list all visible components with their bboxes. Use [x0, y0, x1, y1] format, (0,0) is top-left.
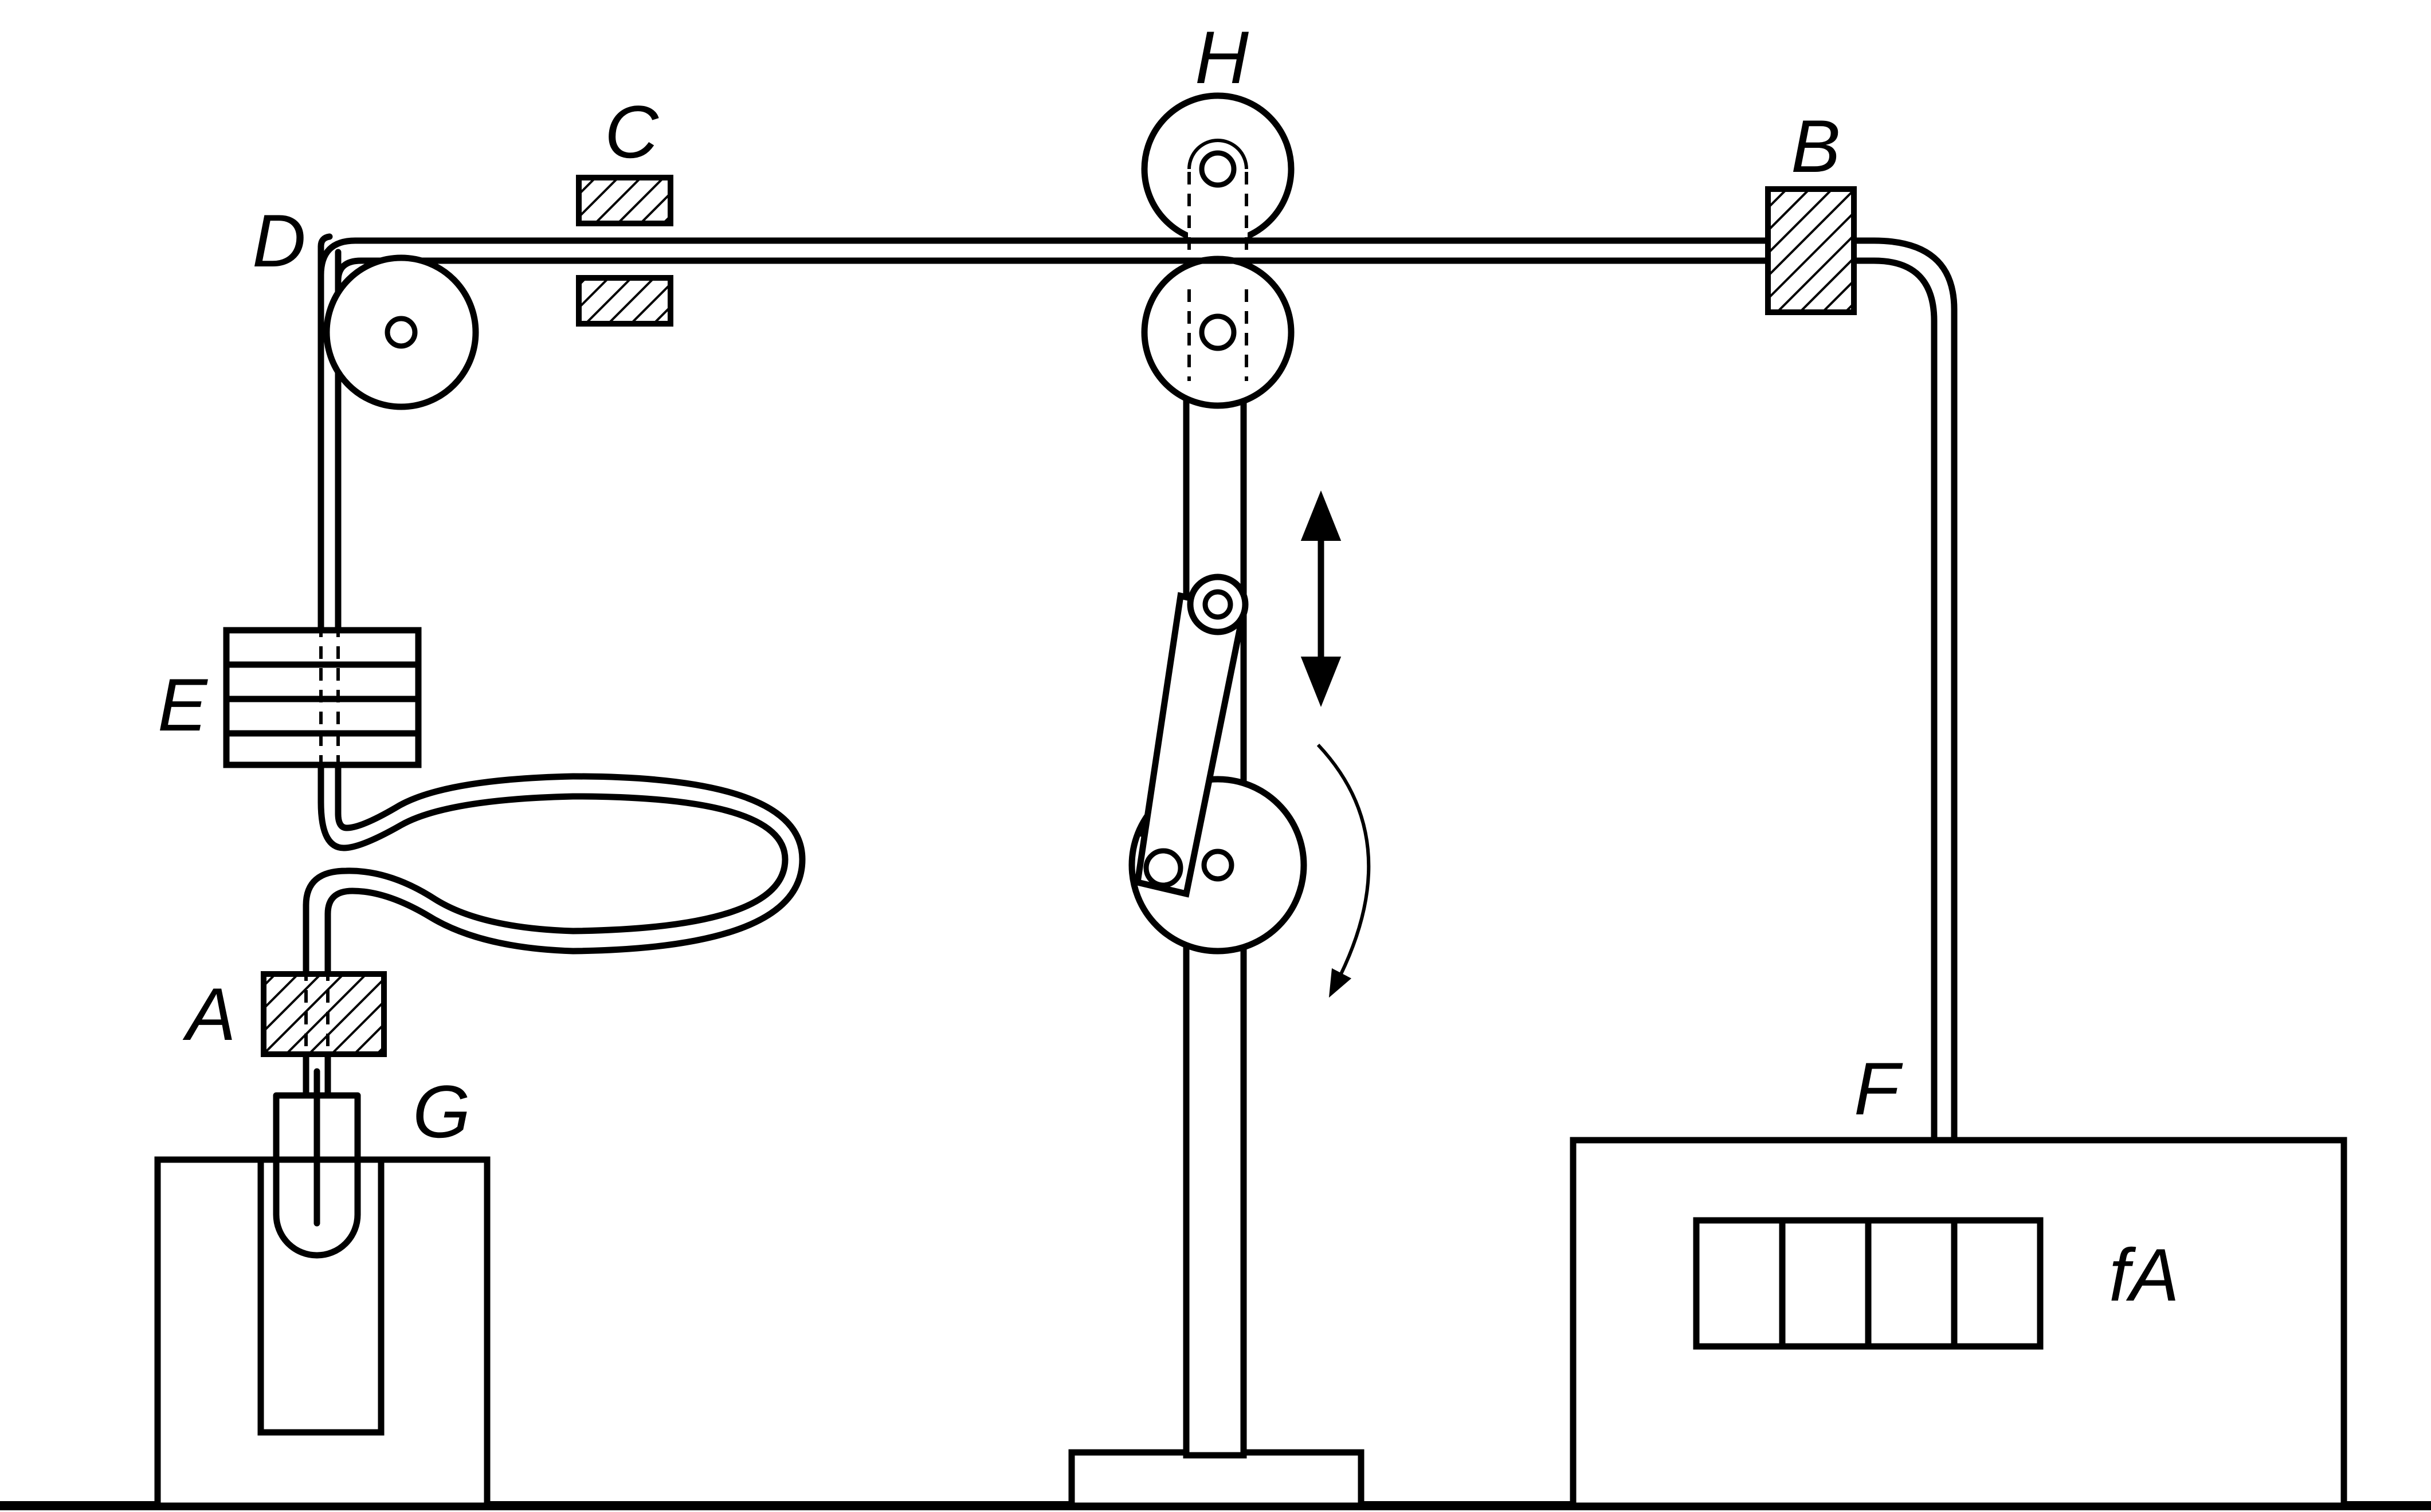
fiber-tube — [303, 233, 1958, 1141]
column-h — [1068, 92, 1365, 1509]
label-c: C — [605, 90, 659, 174]
label-g: G — [413, 1070, 470, 1153]
block-a — [261, 968, 387, 1060]
stack-e — [223, 625, 422, 771]
crank-mechanism — [1128, 490, 1371, 998]
meter-box — [1570, 1137, 2347, 1509]
block-c — [576, 175, 673, 327]
label-e: E — [158, 663, 208, 747]
label-f: F — [1854, 1047, 1903, 1130]
pulley-d — [323, 254, 479, 410]
label-h: H — [1195, 15, 1249, 99]
label-d: D — [252, 199, 306, 282]
label-b: B — [1791, 104, 1841, 188]
label-a: A — [182, 972, 236, 1056]
label-meter: fA — [2109, 1233, 2179, 1317]
block-b — [1765, 186, 1857, 315]
container-g — [154, 1068, 491, 1509]
